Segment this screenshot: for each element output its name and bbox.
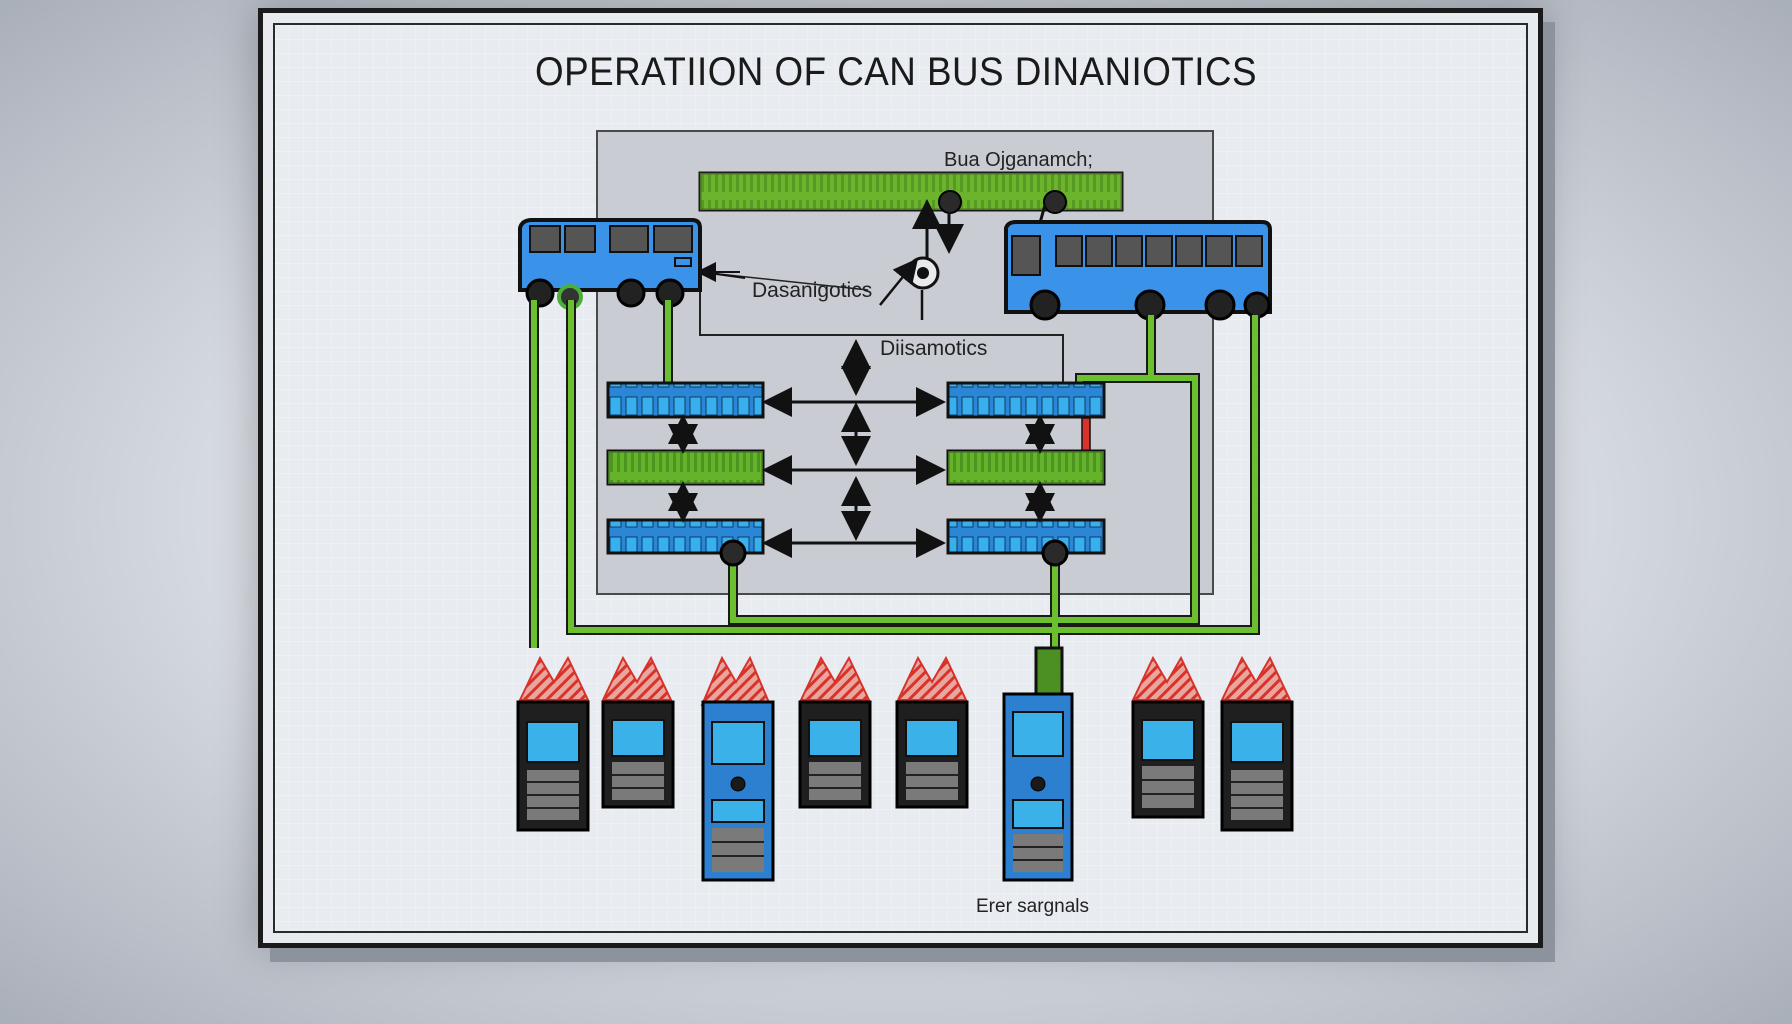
page-title: OPERATIION OF CAN BUS DINANIOTICS	[535, 50, 1257, 94]
left-arrow-label: Dasanigotics	[752, 279, 872, 302]
top-bar-label: Bua Ojganamch;	[944, 149, 1093, 171]
error-indicator	[1081, 417, 1091, 453]
node-device-icon	[1002, 692, 1074, 882]
error-signal-icons	[518, 655, 1292, 706]
ecu-module-right-3	[946, 518, 1106, 555]
connector-node	[1041, 539, 1069, 567]
error-signal-icon	[601, 655, 673, 701]
node-device-icon	[1131, 700, 1205, 819]
node-device-icon	[895, 700, 969, 809]
node-device-icon	[701, 700, 775, 882]
bus-icon-right	[1004, 220, 1272, 321]
error-signal-icon	[1220, 655, 1292, 701]
error-signal-icon	[896, 655, 968, 701]
bus-icon-left	[518, 218, 702, 310]
error-signal-icon	[799, 655, 871, 701]
error-signal-icon	[518, 655, 590, 701]
connector-node	[1043, 190, 1067, 214]
connector-node	[719, 539, 747, 567]
error-signal-icon	[700, 655, 772, 706]
connector-node	[938, 190, 962, 214]
ecu-module-left-1	[606, 381, 765, 419]
ecu-module-right-2	[946, 449, 1106, 486]
node-device-icon	[1220, 700, 1294, 832]
center-label: Diisamotics	[880, 337, 987, 360]
ecu-module-right-1	[946, 381, 1106, 419]
node-device-icon	[798, 700, 872, 809]
error-signal-icon	[1131, 655, 1203, 701]
node-device-icon	[601, 700, 675, 809]
node-device-icon	[516, 700, 590, 832]
ecu-module-left-2	[606, 449, 765, 486]
bottom-label: Erer sargnals	[976, 896, 1089, 917]
